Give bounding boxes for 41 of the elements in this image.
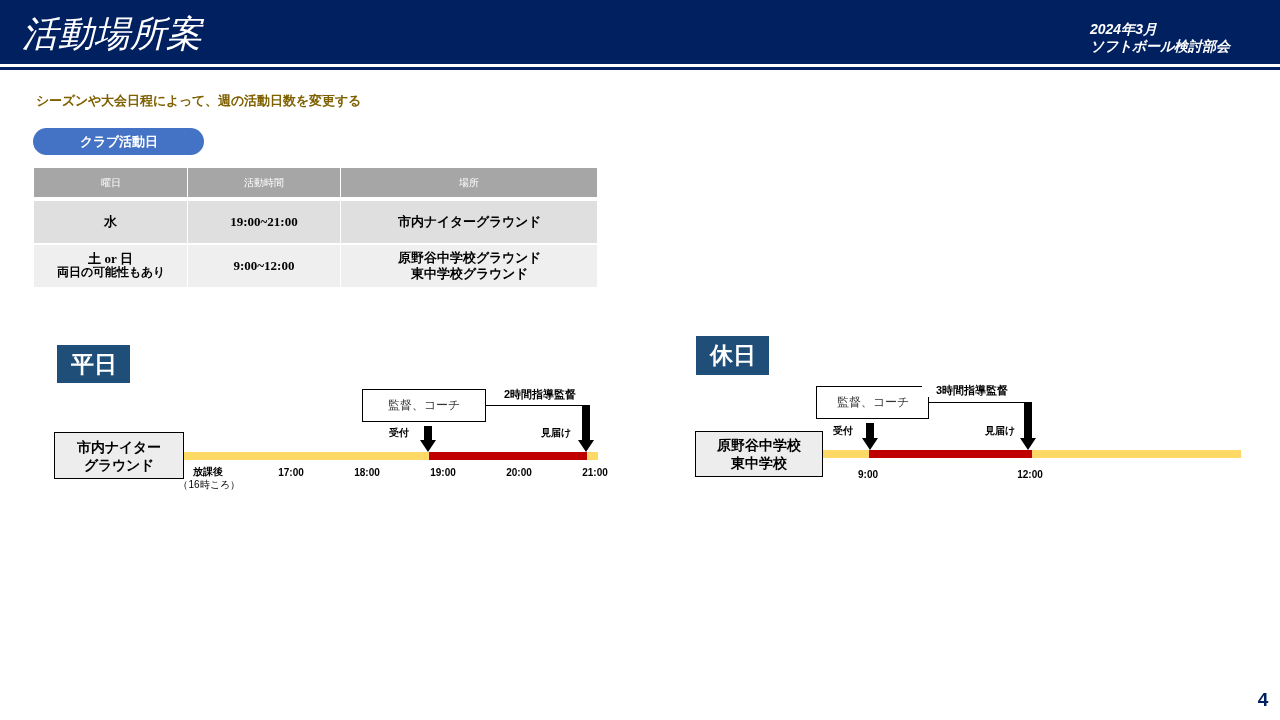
event-label: 受付: [832, 424, 854, 438]
slide-title: 活動場所案: [22, 14, 205, 54]
date-text: 2024年3月: [1090, 22, 1158, 38]
cell-text: 両日の可能性もあり: [55, 265, 166, 280]
event-label: 受付: [388, 426, 410, 440]
event-label: 見届け: [540, 426, 572, 440]
table-cell: 19:00~21:00: [188, 201, 340, 243]
staff-box: 監督、コーチ: [816, 386, 929, 419]
tick-label: 20:00: [505, 465, 533, 479]
tick-label: 17:00: [277, 465, 305, 479]
timeline-bar: [823, 450, 1241, 458]
category-pill: クラブ活動日: [33, 128, 204, 155]
header-cell: 曜日: [34, 168, 187, 197]
header-cell: 活動時間: [188, 168, 340, 197]
tick-label: 21:00: [581, 465, 609, 479]
table-cell: 水: [34, 201, 187, 243]
tick-label: 12:00: [1016, 467, 1044, 481]
venue-box: 原野谷中学校東中学校: [695, 431, 823, 477]
event-label: 見届け: [984, 424, 1016, 438]
section-heading-box: 平日: [57, 345, 130, 383]
cell-text: 土 or 日: [87, 251, 134, 266]
arrow: [862, 423, 878, 450]
tick-label: 放課後: [192, 465, 224, 479]
arrow: [929, 402, 1036, 450]
header-cell: 場所: [341, 168, 597, 197]
table-cell: 市内ナイターグラウンド: [341, 201, 597, 243]
tick-label: 19:00: [429, 465, 457, 479]
page-number: 4: [1256, 688, 1270, 712]
staff-box: 監督、コーチ: [362, 389, 486, 422]
arrow: [486, 405, 594, 452]
subtitle: シーズンや大会日程によって、週の活動日数を変更する: [36, 92, 362, 110]
committee-name: ソフトボール検討部会: [1090, 39, 1232, 55]
tick-label: 18:00: [353, 465, 381, 479]
venue-box: 市内ナイターグラウンド: [54, 432, 184, 479]
table-cell: 原野谷中学校グラウンド東中学校グラウンド: [341, 245, 597, 287]
tick-label: 9:00: [857, 467, 879, 481]
arrow: [420, 426, 436, 452]
table-cell: 9:00~12:00: [188, 245, 340, 287]
tick-note: （16時ころ）: [177, 478, 241, 491]
section-heading-box: 休日: [696, 336, 769, 375]
timeline-bar: [184, 452, 598, 460]
